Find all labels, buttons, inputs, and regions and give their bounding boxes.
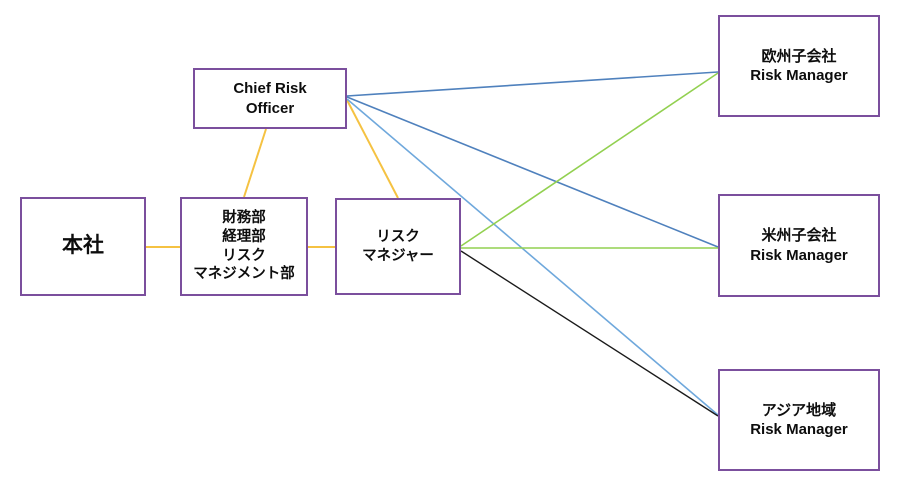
edge-risk-manager-to-europe <box>460 72 719 247</box>
node-label-headquarters: 本社 <box>62 234 104 258</box>
edge-cro-to-risk-manager <box>346 99 399 199</box>
edge-risk-manager-to-asia <box>460 250 719 417</box>
node-label-americas-subsidiary-risk-manager: 米州子会社 Risk Manager <box>750 227 848 264</box>
node-finance-accounting-risk-management-department[interactable]: 財務部 経理部 リスク マネジメント部 <box>180 197 308 296</box>
node-asia-region-risk-manager[interactable]: アジア地域 Risk Manager <box>718 369 880 471</box>
node-label-finance-accounting-risk-management-department: 財務部 経理部 リスク マネジメント部 <box>193 210 295 283</box>
node-europe-subsidiary-risk-manager[interactable]: 欧州子会社 Risk Manager <box>718 15 880 117</box>
node-risk-manager[interactable]: リスク マネジャー <box>335 198 461 295</box>
edge-cro-to-europe-risk-manager <box>346 71 719 97</box>
node-label-chief-risk-officer: Chief Risk Officer <box>233 80 307 117</box>
edge-cro-to-asia-risk-manager <box>346 98 719 416</box>
node-label-europe-subsidiary-risk-manager: 欧州子会社 Risk Manager <box>750 47 848 84</box>
node-label-asia-region-risk-manager: アジア地域 Risk Manager <box>750 401 848 438</box>
node-americas-subsidiary-risk-manager[interactable]: 米州子会社 Risk Manager <box>718 194 880 297</box>
edge-cro-to-finance-dept <box>243 128 267 198</box>
edge-cro-to-americas-risk-manager <box>346 96 719 248</box>
node-chief-risk-officer[interactable]: Chief Risk Officer <box>193 68 347 129</box>
node-label-risk-manager: リスク マネジャー <box>362 228 434 264</box>
node-headquarters[interactable]: 本社 <box>20 197 146 296</box>
